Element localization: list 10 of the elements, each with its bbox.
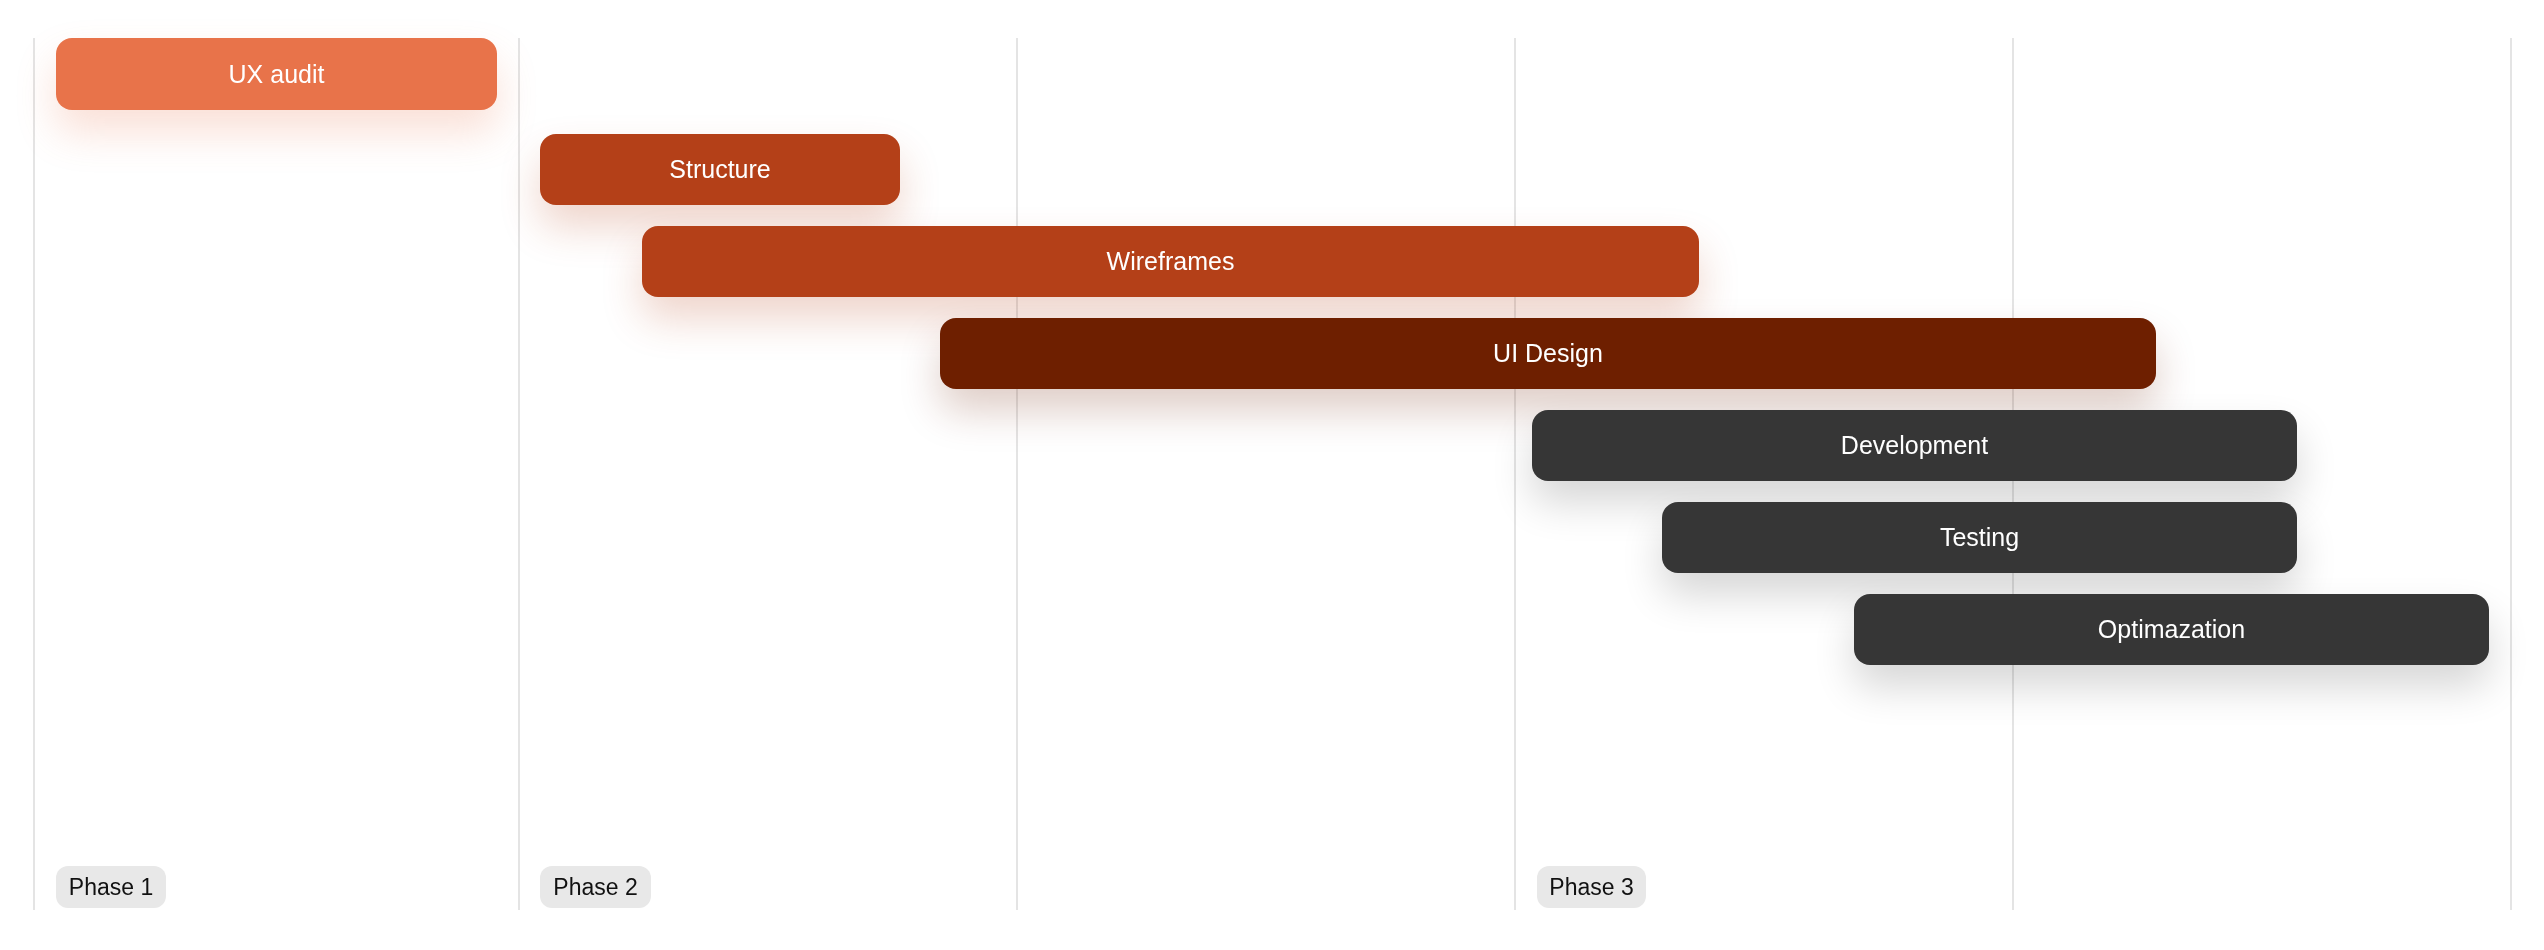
task-bar: UX audit — [56, 38, 497, 110]
task-bar: Structure — [540, 134, 900, 205]
phase-tag: Phase 1 — [56, 866, 166, 908]
task-bar: UI Design — [940, 318, 2156, 389]
task-bar: Optimazation — [1854, 594, 2489, 665]
task-bar: Wireframes — [642, 226, 1699, 297]
task-bar: Testing — [1662, 502, 2297, 573]
phase-tag: Phase 3 — [1537, 866, 1646, 908]
task-bar: Development — [1532, 410, 2297, 481]
phase-tag: Phase 2 — [540, 866, 651, 908]
